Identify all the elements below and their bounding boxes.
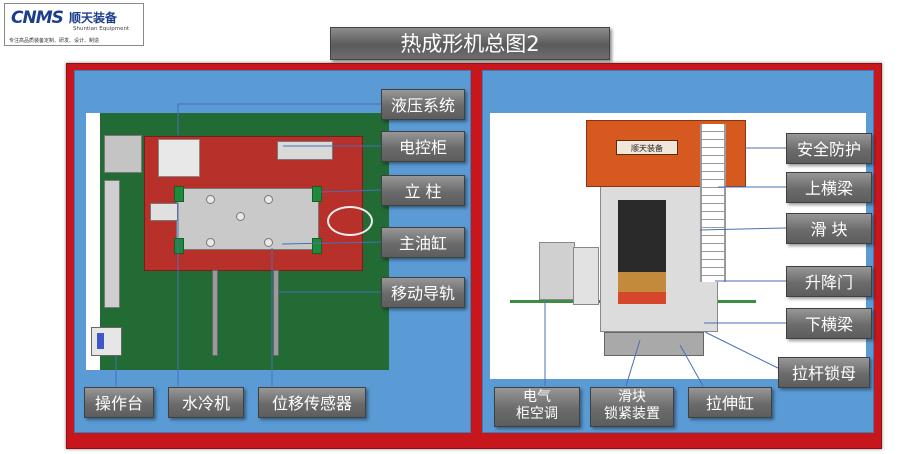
operator-console xyxy=(91,327,122,356)
column-tl xyxy=(174,186,184,202)
label-slider-lock-line1: 滑块 xyxy=(618,389,646,405)
label-slider-lock: 滑块 锁紧装置 xyxy=(590,387,674,427)
cylinder-bottom-left xyxy=(206,238,215,247)
column-tr xyxy=(312,186,322,202)
label-slider: 滑 块 xyxy=(786,213,872,244)
lower-die xyxy=(618,292,666,304)
label-slider-lock-line2: 锁紧装置 xyxy=(604,406,660,422)
label-water-cooler: 水冷机 xyxy=(168,387,244,418)
logo-mark: CNMS xyxy=(11,8,64,28)
cabinet-ac xyxy=(573,247,599,305)
label-safety-guard: 安全防护 xyxy=(786,133,872,164)
page-title: 热成形机总图2 xyxy=(330,27,610,60)
hose-loop xyxy=(327,206,373,236)
label-cabinet-ac-line1: 电气 xyxy=(523,389,551,405)
column-bl xyxy=(174,238,184,254)
logo-english-name: Shuntian Equipment xyxy=(73,26,130,32)
label-hydraulic-system: 液压系统 xyxy=(381,89,465,120)
cylinder-bottom-right xyxy=(264,238,273,247)
access-ladder xyxy=(700,124,726,282)
label-control-cabinet: 电控柜 xyxy=(381,131,465,162)
machine-sign: 顺天装备 xyxy=(616,140,678,155)
label-main-cylinder: 主油缸 xyxy=(381,227,465,258)
label-cabinet-ac-line2: 柜空调 xyxy=(516,406,558,422)
label-upper-beam: 上横梁 xyxy=(786,172,872,203)
column-br xyxy=(312,238,322,254)
machine-base xyxy=(604,332,704,356)
label-tie-rod-nut: 拉杆锁母 xyxy=(778,357,870,388)
logo-chinese-name: 顺天装备 xyxy=(69,11,118,25)
label-console: 操作台 xyxy=(84,387,154,418)
label-column: 立 柱 xyxy=(381,175,465,206)
label-lift-door: 升降门 xyxy=(786,266,872,297)
logo-slogan: 专注高品质装备定制、研发、设计、制造 xyxy=(9,38,100,44)
heater-block xyxy=(618,200,666,272)
hydraulic-unit xyxy=(158,139,200,177)
slide-plate xyxy=(176,188,319,250)
rail-right xyxy=(273,270,279,356)
label-stretch-cylinder: 拉伸缸 xyxy=(688,387,772,418)
side-unit xyxy=(104,180,120,308)
label-lower-beam: 下横梁 xyxy=(786,308,872,339)
auxiliary-unit xyxy=(104,135,142,173)
label-moving-rail: 移动导轨 xyxy=(381,277,465,308)
label-displacement-sensor: 位移传感器 xyxy=(258,387,366,418)
cylinder-top-left xyxy=(206,195,215,204)
cylinder-top-right xyxy=(264,195,273,204)
rail-left xyxy=(212,270,218,356)
company-logo: CNMS 顺天装备 Shuntian Equipment 专注高品质装备定制、研… xyxy=(4,3,144,46)
label-cabinet-ac: 电气 柜空调 xyxy=(494,387,580,427)
cylinder-center xyxy=(236,212,245,221)
